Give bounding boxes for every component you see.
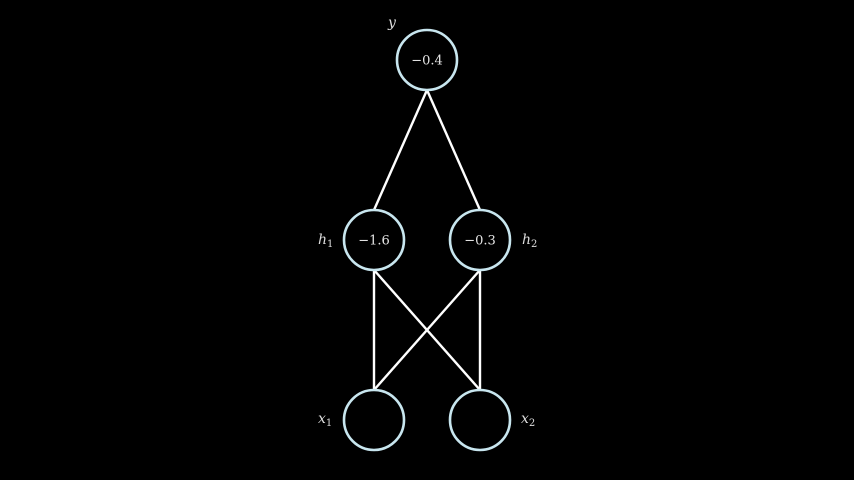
node-x1-circle <box>342 388 406 452</box>
node-x2-circle <box>448 388 512 452</box>
node-y-circle <box>395 28 459 92</box>
node-x1-label: x1 <box>318 411 332 429</box>
edge-h1-y <box>372 89 429 211</box>
node-x1: x1 <box>318 388 406 452</box>
node-h2-label: h2 <box>522 232 537 250</box>
node-h1: −1.6 h1 <box>318 208 406 272</box>
edges <box>372 89 482 391</box>
edge-h2-y <box>425 89 482 211</box>
node-h1-value: −1.6 <box>358 234 390 249</box>
edge-x2-h1 <box>373 269 481 391</box>
node-y-label: y <box>387 15 397 31</box>
node-h2-value: −0.3 <box>464 234 496 249</box>
node-h1-label: h1 <box>318 232 333 250</box>
node-h2: −0.3 h2 <box>448 208 537 272</box>
node-h1-circle <box>342 208 406 272</box>
node-y: −0.4 y <box>387 15 459 92</box>
node-y-value: −0.4 <box>411 54 443 69</box>
node-x2: x2 <box>448 388 535 452</box>
node-h2-circle <box>448 208 512 272</box>
node-x2-label: x2 <box>521 411 535 429</box>
